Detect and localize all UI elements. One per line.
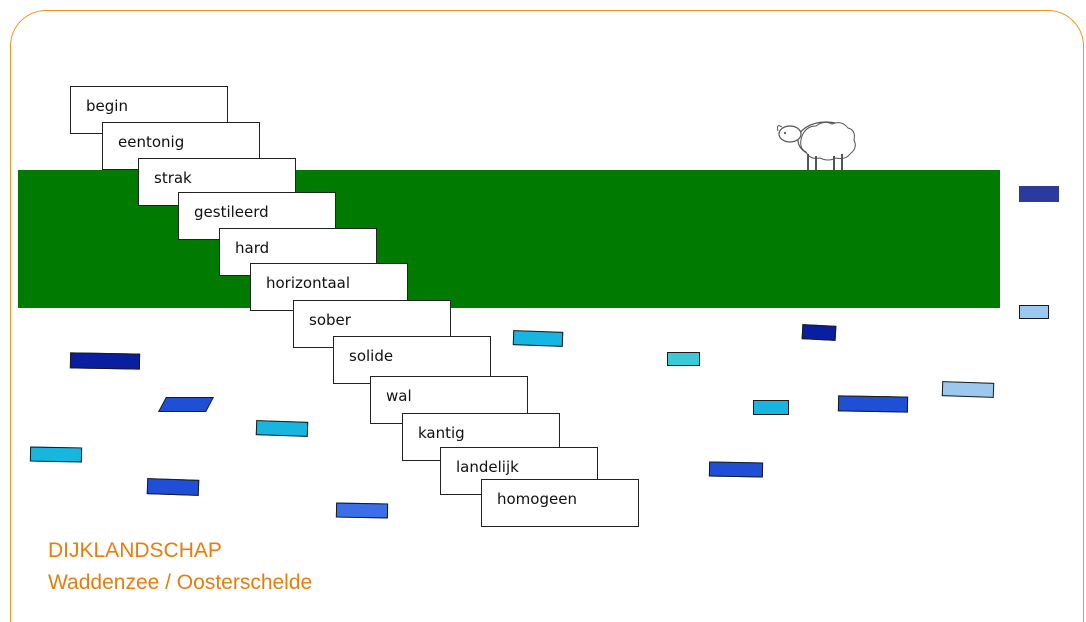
water-block: [837, 395, 909, 413]
water-block: [667, 352, 700, 366]
water-block: [146, 478, 200, 496]
caption: DIJKLANDSCHAP Waddenzee / Oosterschelde: [48, 535, 312, 599]
word-card: homogeen: [481, 479, 639, 527]
water-block: [255, 420, 309, 437]
water-block: [512, 330, 564, 347]
water-block: [29, 446, 83, 463]
water-block: [708, 461, 764, 478]
water-block: [1019, 186, 1059, 202]
water-block: [941, 381, 995, 398]
water-block: [1019, 305, 1049, 319]
caption-title: DIJKLANDSCHAP: [48, 539, 222, 562]
water-block: [69, 352, 141, 370]
water-block: [335, 502, 389, 519]
caption-subtitle: Waddenzee / Oosterschelde: [48, 571, 313, 594]
sheep-icon: [777, 121, 856, 170]
water-block: [801, 324, 837, 341]
water-block: [158, 397, 214, 412]
water-block: [753, 400, 789, 415]
